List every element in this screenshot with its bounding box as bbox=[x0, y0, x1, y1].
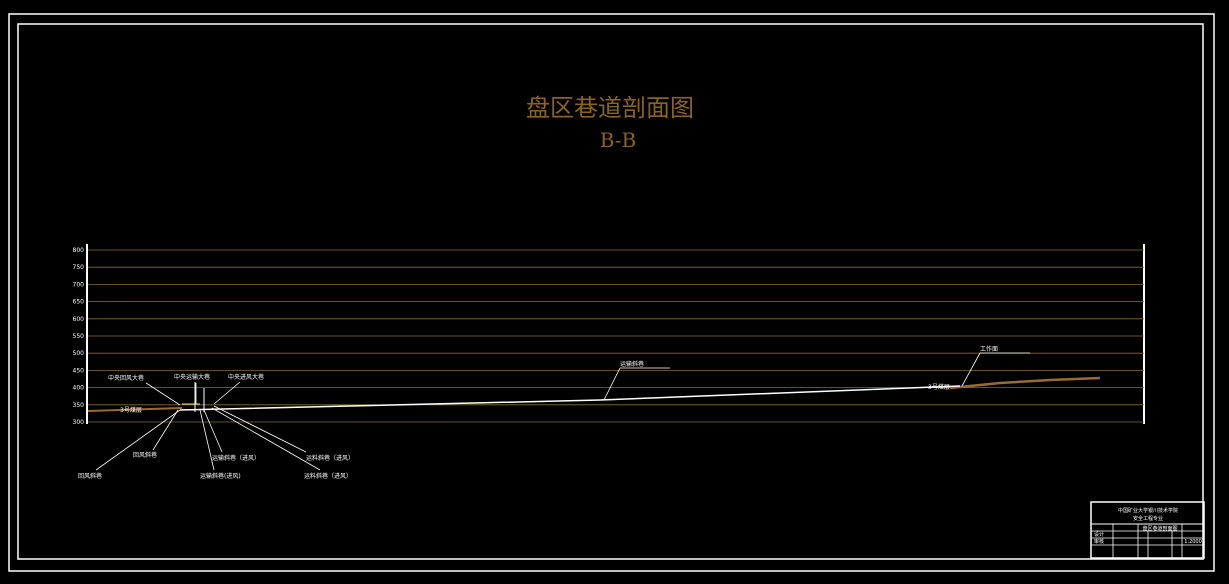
coal-seam-right bbox=[949, 376, 1101, 390]
tick-label-350: 350 bbox=[73, 402, 85, 409]
tick-label-500: 500 bbox=[73, 350, 85, 357]
tick-label-700: 700 bbox=[73, 281, 85, 288]
label-material-incline-intake-2: 运料斜巷（进风） bbox=[304, 472, 352, 480]
label-working-face: 工作面 bbox=[980, 345, 998, 353]
tick-label-750: 750 bbox=[73, 264, 85, 271]
label-haulage-incline-intake: 运输斜巷（进风） bbox=[212, 454, 260, 462]
tick-label-450: 450 bbox=[73, 367, 85, 374]
label-central-haulage-roadway: 中央运输大巷 bbox=[174, 373, 210, 381]
tick-label-300: 300 bbox=[73, 419, 85, 426]
roadway-profile bbox=[179, 385, 961, 411]
tick-label-550: 550 bbox=[73, 333, 85, 340]
title-block-scale: 1:2000 bbox=[1184, 539, 1202, 545]
title-block-org-line2: 安全工程专业 bbox=[1133, 515, 1163, 522]
elevation-gridlines bbox=[88, 249, 1144, 423]
coal-seam-left bbox=[87, 407, 183, 412]
tick-label-400: 400 bbox=[73, 385, 85, 392]
label-material-incline-intake: 运料斜巷（进风） bbox=[306, 454, 354, 462]
leader-lines bbox=[95, 352, 1030, 471]
tick-label-600: 600 bbox=[73, 316, 85, 323]
label-haulage-incline-intake-2: 运输斜巷(进风) bbox=[200, 472, 241, 480]
drawing-title: 盘区巷道剖面图 bbox=[526, 94, 694, 122]
inner-frame bbox=[17, 23, 1204, 560]
label-central-intake-roadway: 中央进风大巷 bbox=[228, 373, 264, 381]
label-haulage-incline-upper: 运输斜巷 bbox=[620, 360, 644, 368]
title-block: 中国矿业大学银川技术学院 安全工程专业 设计 审核 盘区巷道剖面图 1:2000 bbox=[1090, 501, 1205, 559]
elevation-tick-labels: 800 750 700 650 600 550 500 450 400 350 300 bbox=[73, 247, 85, 426]
title-block-row1-left: 设计 bbox=[1094, 531, 1104, 538]
label-return-incline: 回风斜巷 bbox=[133, 451, 157, 459]
drawing-subtitle: B-B bbox=[600, 128, 637, 152]
tick-label-650: 650 bbox=[73, 299, 85, 306]
label-coal-seam-left: 3号煤层 bbox=[120, 406, 142, 414]
outer-frame bbox=[8, 13, 1215, 572]
label-coal-seam-right: 3号煤层 bbox=[928, 383, 950, 391]
tick-label-800: 800 bbox=[73, 247, 85, 254]
title-block-drawing-name: 盘区巷道剖面图 bbox=[1142, 525, 1177, 532]
label-central-return-roadway: 中央回风大巷 bbox=[108, 374, 144, 382]
title-block-org-line1: 中国矿业大学银川技术学院 bbox=[1118, 507, 1178, 514]
label-return-inclined-shaft: 回风斜巷 bbox=[78, 472, 102, 480]
title-block-row2-left: 审核 bbox=[1094, 538, 1104, 545]
